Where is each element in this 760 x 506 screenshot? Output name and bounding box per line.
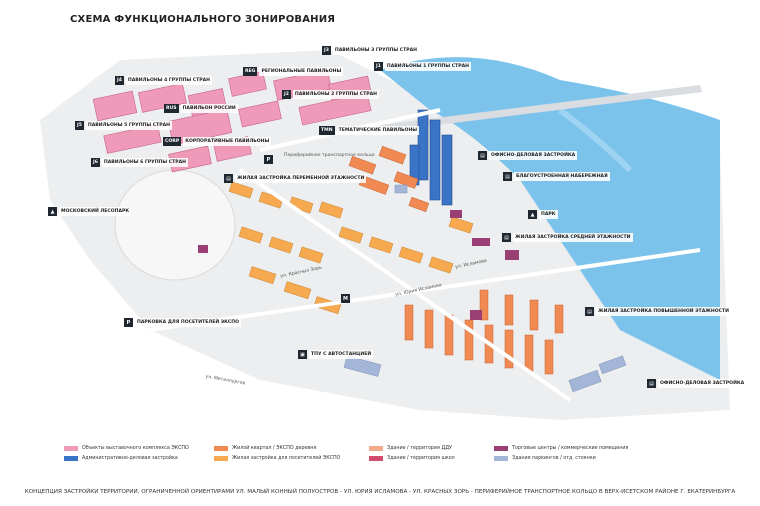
tree-icon: ▲ xyxy=(48,207,57,216)
legend-item-commercial: Торговые центры / коммерческие помещения xyxy=(494,446,628,451)
parking-buildings xyxy=(343,184,627,393)
label-tpu-bus-station[interactable]: ▣ТПУ С АВТОСТАНЦИЕЙ xyxy=(298,350,374,359)
legend-item-kindergarten: Здание / территория ДДУ xyxy=(369,446,452,451)
parking-marker[interactable]: P xyxy=(264,155,275,164)
building-icon: ▤ xyxy=(585,307,594,316)
footer-caption: КОНЦЕПЦИЯ ЗАСТРОЙКИ ТЕРРИТОРИИ, ОГРАНИЧЕ… xyxy=(24,489,736,495)
office-towers xyxy=(409,109,453,206)
legend-item-expo: Объекты выставочного комплекса ЭКСПО xyxy=(64,446,189,451)
legend-swatch xyxy=(214,446,228,451)
legend-item-visitor-housing: Жилая застройка для посетителей ЭКСПО xyxy=(214,456,340,461)
building-icon: ▤ xyxy=(647,379,656,388)
legend-item-office: Административно-деловая застройка xyxy=(64,456,178,461)
label-office-2[interactable]: ▤ОФИСНО-ДЕЛОВАЯ ЗАСТРОЙКА xyxy=(647,379,747,388)
legend-swatch xyxy=(494,456,508,461)
page-title: СХЕМА ФУНКЦИОНАЛЬНОГО ЗОНИРОВАНИЯ xyxy=(70,14,336,25)
legend-swatch xyxy=(369,456,383,461)
parking-icon: P xyxy=(124,318,133,327)
building-icon: ▤ xyxy=(224,174,233,183)
label-variable-height-housing[interactable]: ▤ЖИЛАЯ ЗАСТРОЙКА ПЕРЕМЕННОЙ ЭТАЖНОСТИ xyxy=(224,174,367,183)
legend-item-village: Жилой квартал / ЭКСПО деревня xyxy=(214,446,316,451)
label-moscow-forest-park[interactable]: ▲МОСКОВСКИЙ ЛЕСОПАРК xyxy=(48,207,132,216)
building-icon: ▤ xyxy=(502,233,511,242)
residential-blocks xyxy=(228,181,474,315)
parking-icon: P xyxy=(264,155,273,164)
label-high-rise-housing[interactable]: ▤ЖИЛАЯ ЗАСТРОЙКА ПОВЫШЕННОЙ ЭТАЖНОСТИ xyxy=(585,307,731,316)
legend-swatch xyxy=(64,456,78,461)
building-icon: ▤ xyxy=(503,172,512,181)
label-office-1[interactable]: ▤ОФИСНО-ДЕЛОВАЯ ЗАСТРОЙКА xyxy=(478,151,578,160)
label-mid-rise-housing[interactable]: ▤ЖИЛАЯ ЗАСТРОЙКА СРЕДНЕЙ ЭТАЖНОСТИ xyxy=(502,233,633,242)
metro-marker[interactable]: M xyxy=(341,294,352,303)
legend-swatch xyxy=(64,446,78,451)
forest-park-area xyxy=(114,169,236,281)
expo-village xyxy=(348,145,430,213)
legend-item-parking: Здания паркингов / отд. стоянки xyxy=(494,456,596,461)
label-park[interactable]: ▲ПАРК xyxy=(528,210,558,219)
legend-item-school: Здание / территория школ xyxy=(369,456,455,461)
bridge xyxy=(380,85,702,132)
legend-swatch xyxy=(369,446,383,451)
water-highlight xyxy=(558,107,633,173)
legend: Объекты выставочного комплекса ЭКСПО Адм… xyxy=(64,446,724,468)
metro-icon: M xyxy=(341,294,350,303)
tree-icon: ▲ xyxy=(528,210,537,219)
legend-swatch xyxy=(214,456,228,461)
legend-swatch xyxy=(494,446,508,451)
commercial-buildings xyxy=(198,210,519,320)
bus-icon: ▣ xyxy=(298,350,307,359)
label-embankment[interactable]: ▤БЛАГОУСТРОЕННАЯ НАБЕРЕЖНАЯ xyxy=(503,172,610,181)
ring-road-label: Периферийное транспортное кольцо xyxy=(284,153,375,158)
building-icon: ▤ xyxy=(478,151,487,160)
